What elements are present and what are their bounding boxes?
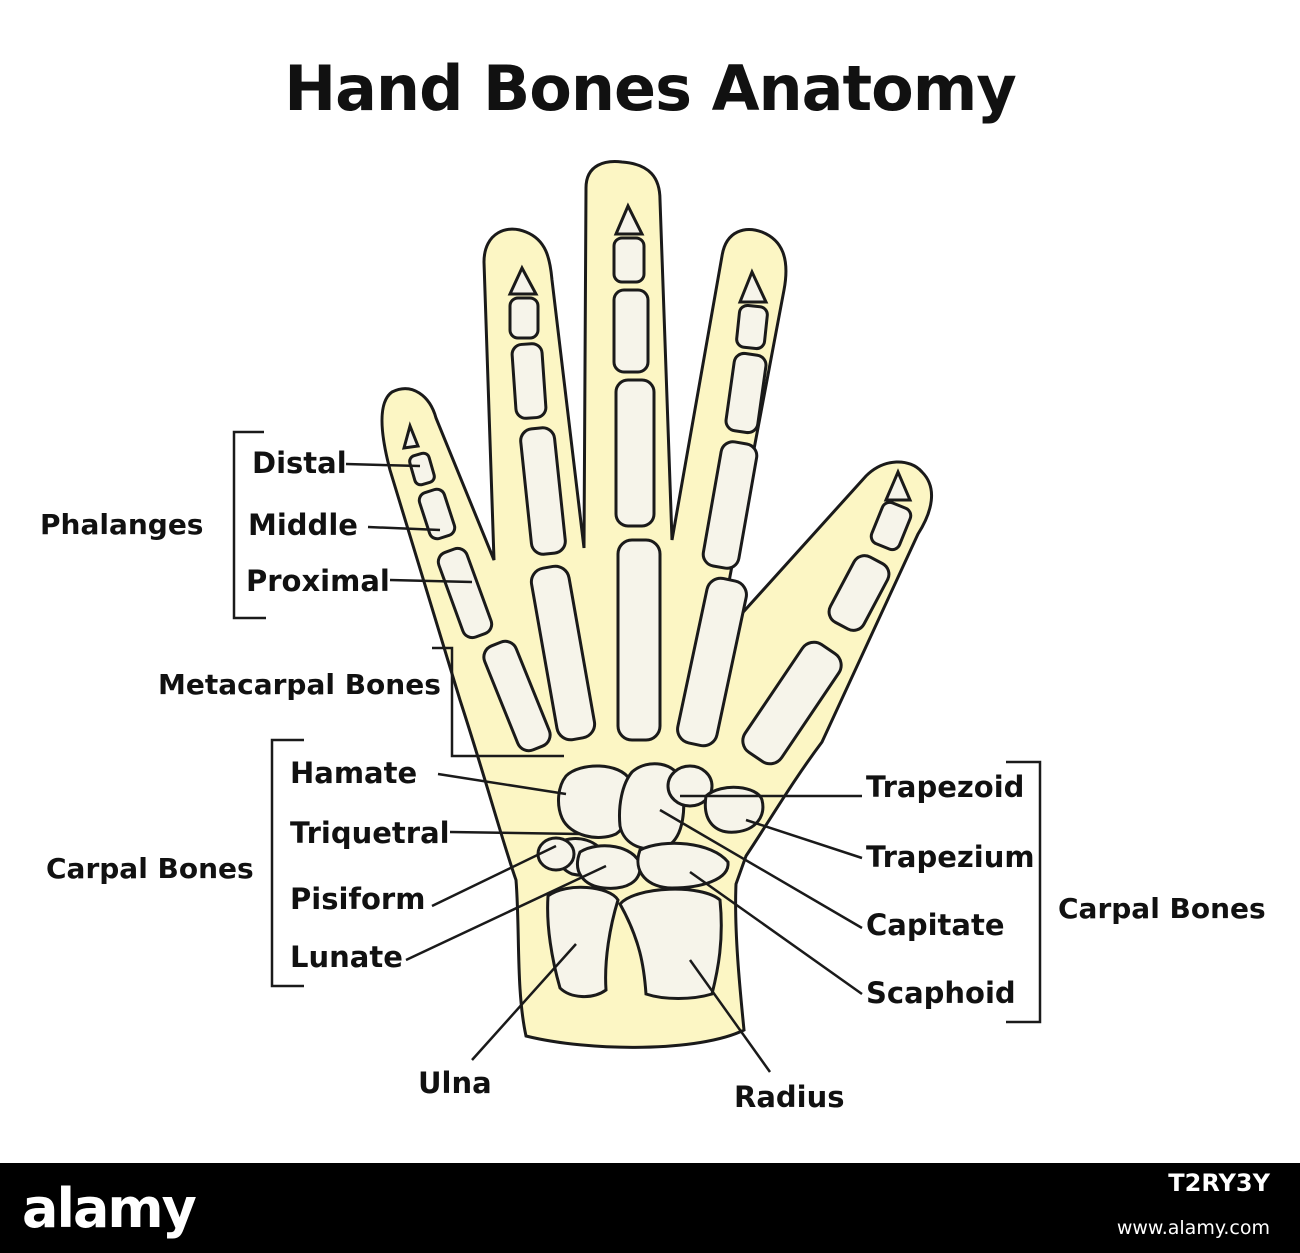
trapezium-bone xyxy=(703,785,765,834)
label-triquetral: Triquetral xyxy=(290,816,450,850)
pinky-bones xyxy=(401,421,552,753)
thumb-bones xyxy=(741,468,913,766)
label-ulna: Ulna xyxy=(418,1066,492,1100)
label-capitate: Capitate xyxy=(866,908,1005,942)
group-metacarpal: Metacarpal Bones xyxy=(158,668,441,701)
label-hamate: Hamate xyxy=(290,756,418,790)
ulna-bone xyxy=(546,885,620,998)
phalanges-bracket xyxy=(232,430,266,620)
brackets xyxy=(232,430,1042,1024)
label-distal: Distal xyxy=(252,446,347,480)
callout-lines xyxy=(345,462,863,1073)
carpal-left-bracket xyxy=(270,738,304,988)
label-lunate: Lunate xyxy=(290,940,403,974)
label-middle: Middle xyxy=(248,508,358,542)
scaphoid-bone xyxy=(636,841,730,890)
image-code: T2RY3Y xyxy=(1168,1169,1270,1197)
middle-bones xyxy=(612,202,662,742)
watermark-footer: alamy T2RY3Y www.alamy.com xyxy=(0,1163,1300,1253)
lunate-bone xyxy=(576,844,642,890)
label-trapezoid: Trapezoid xyxy=(866,770,1025,804)
finger-bones xyxy=(401,202,913,766)
label-pisiform: Pisiform xyxy=(290,882,426,916)
forearm-bones xyxy=(546,885,723,1000)
ring-bones xyxy=(507,264,597,742)
diagram-title: Hand Bones Anatomy xyxy=(284,52,1017,125)
hand-diagram xyxy=(232,160,1042,1073)
index-bones xyxy=(676,268,769,748)
group-carpal-right: Carpal Bones xyxy=(1058,892,1266,925)
pisiform-bone xyxy=(536,836,576,872)
label-trapezium: Trapezium xyxy=(866,840,1035,874)
carpal-bones xyxy=(536,762,765,890)
group-phalanges: Phalanges xyxy=(40,508,204,541)
carpal-right-bracket xyxy=(1006,760,1042,1024)
label-radius: Radius xyxy=(734,1080,845,1114)
label-proximal: Proximal xyxy=(246,564,390,598)
brand-logo: alamy xyxy=(22,1177,197,1240)
radius-bone xyxy=(618,887,723,1000)
brand-url: www.alamy.com xyxy=(1116,1217,1270,1239)
label-scaphoid: Scaphoid xyxy=(866,976,1016,1010)
hamate-bone xyxy=(557,764,634,839)
group-carpal-left: Carpal Bones xyxy=(46,852,254,885)
